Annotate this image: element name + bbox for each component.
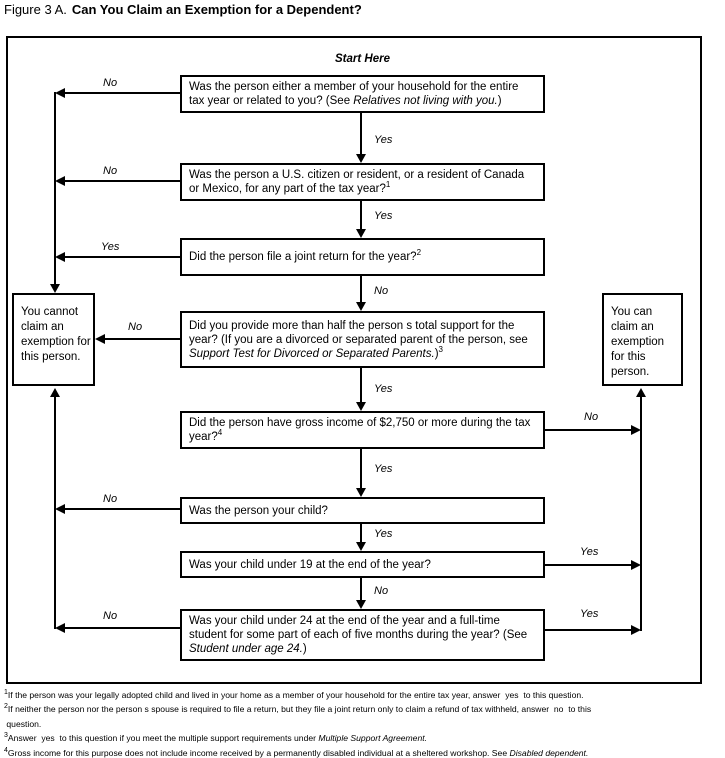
flow-line xyxy=(360,276,362,302)
arrow-down-icon xyxy=(356,154,366,163)
branch-label-yes: Yes xyxy=(580,546,599,558)
branch-label-no: No xyxy=(103,77,118,89)
branch-label-yes: Yes xyxy=(374,210,393,222)
footnote-1: 1If the person was your legally adopted … xyxy=(4,689,584,700)
flow-line xyxy=(64,508,180,510)
branch-label-yes: Yes xyxy=(374,463,393,475)
flow-line xyxy=(64,627,180,629)
start-here-label: Start Here xyxy=(335,53,390,65)
flow-line xyxy=(360,113,362,154)
question-box-under-19: Was your child under 19 at the end of th… xyxy=(180,551,545,578)
arrow-up-icon xyxy=(636,388,646,397)
flow-line xyxy=(54,92,56,284)
arrow-down-icon xyxy=(356,488,366,497)
arrow-down-icon xyxy=(356,542,366,551)
footnote-ref: 2 xyxy=(416,248,422,258)
question-text: Did the person file a joint return for t… xyxy=(189,248,422,263)
arrow-right-icon xyxy=(631,425,641,435)
arrow-down-icon xyxy=(356,402,366,411)
flow-line xyxy=(360,201,362,229)
flow-line xyxy=(640,397,642,631)
arrow-down-icon xyxy=(356,229,366,238)
flowchart-border xyxy=(6,36,702,684)
flow-line xyxy=(64,92,180,94)
branch-label-no: No xyxy=(103,493,118,505)
question-text: Did you provide more than half the perso… xyxy=(189,319,528,360)
result-box-cannot-claim: You cannot claim an exemption for this p… xyxy=(12,293,95,386)
branch-label-no: No xyxy=(374,285,389,297)
flow-line xyxy=(545,429,631,431)
arrow-right-icon xyxy=(631,625,641,635)
arrow-left-icon xyxy=(55,504,65,514)
flow-line xyxy=(545,629,631,631)
arrow-right-icon xyxy=(631,560,641,570)
flow-line xyxy=(360,578,362,600)
question-text: Was your child under 19 at the end of th… xyxy=(189,558,431,571)
branch-label-yes: Yes xyxy=(374,383,393,395)
arrow-left-icon xyxy=(55,88,65,98)
branch-label-no: No xyxy=(103,165,118,177)
question-box-citizen: Was the person a U.S. citizen or residen… xyxy=(180,163,545,201)
branch-label-no: No xyxy=(584,411,599,423)
flow-line xyxy=(105,338,180,340)
branch-label-yes: Yes xyxy=(101,241,120,253)
flow-line xyxy=(360,524,362,542)
arrow-left-icon xyxy=(95,334,105,344)
branch-label-no: No xyxy=(103,610,118,622)
arrow-left-icon xyxy=(55,176,65,186)
question-text: Did the person have gross income of $2,7… xyxy=(189,417,531,443)
footnote-2-continued: question. xyxy=(4,718,42,729)
branch-label-no: No xyxy=(128,321,143,333)
footnote-2: 2If neither the person nor the person s … xyxy=(4,703,592,715)
arrow-down-icon xyxy=(356,600,366,609)
arrow-up-icon xyxy=(50,388,60,397)
branch-label-no: No xyxy=(374,585,389,597)
figure-title: Figure 3 A. Can You Claim an Exemption fo… xyxy=(4,2,362,17)
question-box-under-24-student: Was your child under 24 at the end of th… xyxy=(180,609,545,661)
arrow-down-icon xyxy=(50,284,60,293)
arrow-down-icon xyxy=(356,302,366,311)
footnotes: 1If the person was your legally adopted … xyxy=(4,687,723,758)
question-text: Was the person either a member of your h… xyxy=(189,81,519,107)
question-text: Was the person a U.S. citizen or residen… xyxy=(189,169,525,195)
question-box-joint-return: Did the person file a joint return for t… xyxy=(180,238,545,276)
footnote-ref: 1 xyxy=(385,180,391,190)
result-text: You cannot claim an exemption for this p… xyxy=(21,306,91,363)
flow-line xyxy=(360,449,362,488)
question-text: Was your child under 24 at the end of th… xyxy=(189,615,528,655)
question-box-gross-income: Did the person have gross income of $2,7… xyxy=(180,411,545,449)
arrow-left-icon xyxy=(55,623,65,633)
arrow-left-icon xyxy=(55,252,65,262)
branch-label-yes: Yes xyxy=(374,134,393,146)
question-box-your-child: Was the person your child? xyxy=(180,497,545,524)
figure-title-text: Can You Claim an Exemption for a Depende… xyxy=(71,2,362,17)
branch-label-yes: Yes xyxy=(374,528,393,540)
flow-line xyxy=(64,180,180,182)
figure-number: Figure 3 A. xyxy=(4,2,67,17)
question-box-household: Was the person either a member of your h… xyxy=(180,75,545,113)
flow-line xyxy=(545,564,631,566)
question-box-support: Did you provide more than half the perso… xyxy=(180,311,545,368)
footnote-ref: 3 xyxy=(438,344,443,354)
footnote-4: 4Gross income for this purpose does not … xyxy=(4,746,589,758)
footnote-ref: 4 xyxy=(217,428,223,438)
branch-label-yes: Yes xyxy=(580,608,599,620)
result-text: You can claim an exemption for this pers… xyxy=(611,306,665,378)
flow-line xyxy=(360,368,362,402)
result-box-can-claim: You can claim an exemption for this pers… xyxy=(602,293,683,386)
question-text: Was the person your child? xyxy=(189,504,328,517)
flow-line xyxy=(64,256,180,258)
footnote-3: 3Answer yes to this question if you meet… xyxy=(4,732,427,744)
